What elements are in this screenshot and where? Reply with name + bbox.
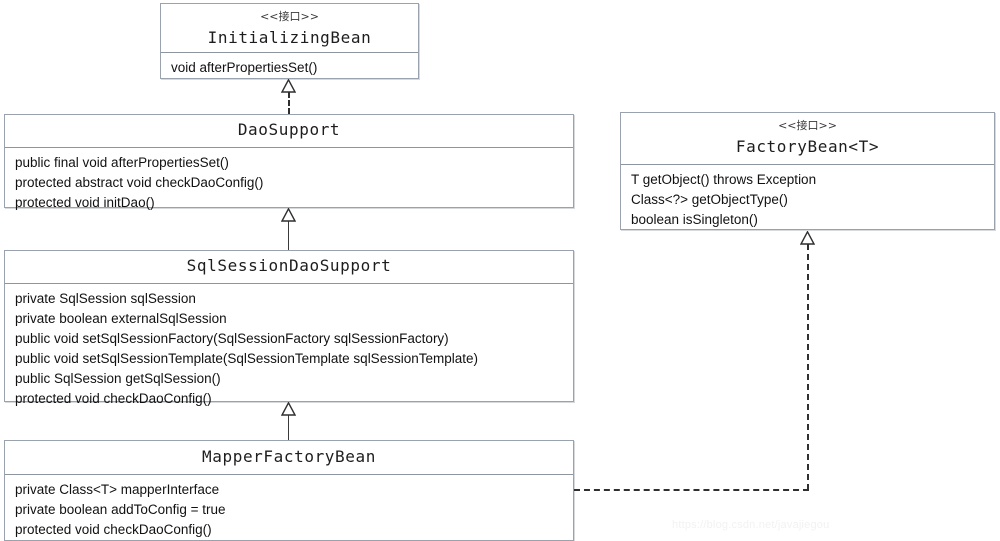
class-member: private Class<T> mapperInterface <box>15 482 220 497</box>
class-name-daosupport: DaoSupport <box>237 120 341 139</box>
class-members-factorybean: T getObject() throws Exception Class<?> … <box>621 165 994 236</box>
class-member: private SqlSession sqlSession <box>15 291 196 306</box>
class-member: T getObject() throws Exception <box>631 172 817 187</box>
class-members-sqlsessiondaosupport: private SqlSession sqlSession private bo… <box>5 284 573 415</box>
class-members-daosupport: public final void afterPropertiesSet() p… <box>5 148 573 219</box>
connector-line-dashed <box>288 92 290 114</box>
class-name-sqlsessiondaosupport: SqlSessionDaoSupport <box>186 256 392 275</box>
class-member: protected void checkDaoConfig() <box>15 522 212 537</box>
class-header-mapperfactorybean: MapperFactoryBean <box>5 441 573 475</box>
class-member: Class<?> getObjectType() <box>631 192 788 207</box>
watermark: https://blog.csdn.net/javajiegou <box>672 519 830 531</box>
class-name-mapperfactorybean: MapperFactoryBean <box>202 447 376 466</box>
class-member: public SqlSession getSqlSession() <box>15 371 221 386</box>
class-box-initializingbean[interactable]: <<接口>> InitializingBean void afterProper… <box>160 3 419 79</box>
class-header-initializingbean: <<接口>> InitializingBean <box>161 4 418 53</box>
class-member: protected void checkDaoConfig() <box>15 391 212 406</box>
class-members-initializingbean: void afterPropertiesSet() <box>161 53 418 84</box>
class-name-initializingbean: InitializingBean <box>207 28 372 47</box>
class-member: protected void initDao() <box>15 195 155 210</box>
connector-line-dashed <box>574 489 809 491</box>
connector-line-dashed <box>807 244 809 490</box>
class-box-daosupport[interactable]: DaoSupport public final void afterProper… <box>4 114 574 210</box>
class-box-factorybean[interactable]: <<接口>> FactoryBean<T> T getObject() thro… <box>620 112 995 230</box>
class-box-mapperfactorybean[interactable]: MapperFactoryBean private Class<T> mappe… <box>4 440 574 541</box>
stereotype-label-factorybean: <<接口>> <box>778 119 837 132</box>
class-header-sqlsessiondaosupport: SqlSessionDaoSupport <box>5 251 573 284</box>
class-members-mapperfactorybean: private Class<T> mapperInterface private… <box>5 475 573 541</box>
class-member: public void setSqlSessionTemplate(SqlSes… <box>15 351 478 366</box>
class-member: private boolean externalSqlSession <box>15 311 227 326</box>
class-box-sqlsessiondaosupport[interactable]: SqlSessionDaoSupport private SqlSession … <box>4 250 574 406</box>
connector-line-solid <box>288 415 289 440</box>
class-member: void afterPropertiesSet() <box>171 60 318 75</box>
connector-line-solid <box>288 221 289 250</box>
class-member: private boolean addToConfig = true <box>15 502 226 517</box>
class-member: boolean isSingleton() <box>631 212 758 227</box>
class-member: protected abstract void checkDaoConfig() <box>15 175 264 190</box>
class-member: public final void afterPropertiesSet() <box>15 155 229 170</box>
stereotype-label-initializingbean: <<接口>> <box>260 10 319 23</box>
class-header-factorybean: <<接口>> FactoryBean<T> <box>621 113 994 165</box>
class-name-factorybean: FactoryBean<T> <box>735 137 880 156</box>
class-header-daosupport: DaoSupport <box>5 115 573 148</box>
class-member: public void setSqlSessionFactory(SqlSess… <box>15 331 449 346</box>
